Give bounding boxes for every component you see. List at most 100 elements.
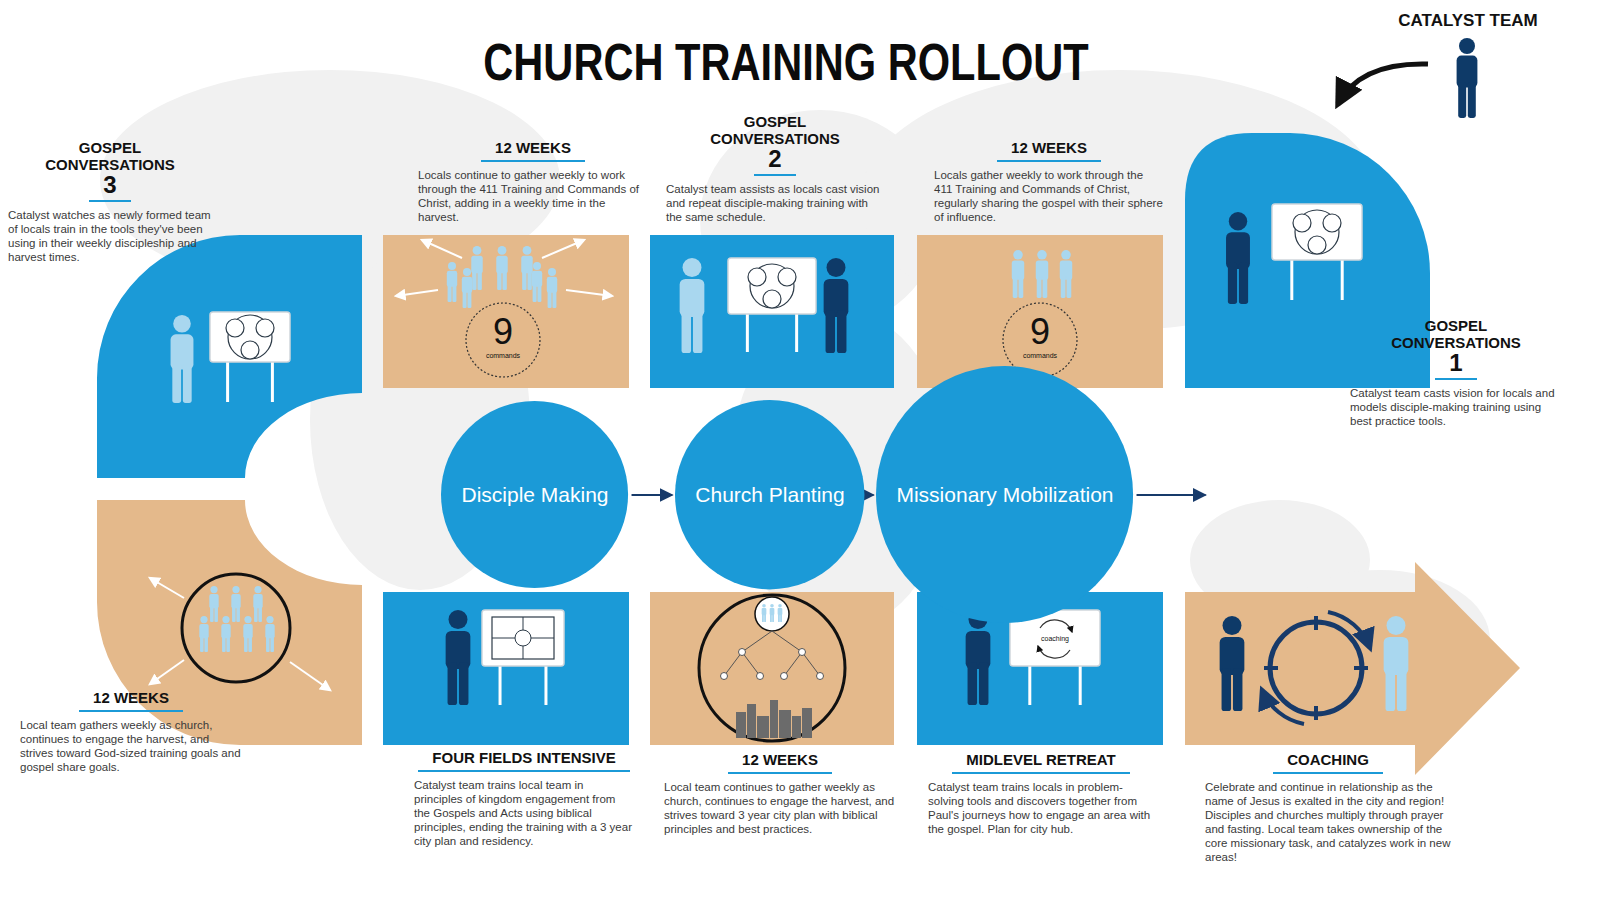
rollout-tile (383, 592, 629, 745)
cycle-arrow (1038, 646, 1070, 658)
ring-dot (256, 319, 274, 337)
person-leg (226, 636, 230, 652)
person-leg (1239, 263, 1248, 304)
board-leg (1028, 666, 1031, 705)
city-building (770, 700, 778, 738)
person-leg (837, 310, 847, 353)
person-head (533, 262, 541, 270)
person-leg (762, 614, 764, 622)
step-block: 12 WEEKSLocal team gathers weekly as chu… (20, 690, 242, 774)
board-leg (795, 314, 798, 352)
motion-arrow (566, 290, 612, 296)
step-block: 12 WEEKSLocals continue to gather weekly… (418, 140, 648, 224)
person-leg (248, 636, 252, 652)
step-block: MIDLEVEL RETREATCatalyst team trains loc… (928, 752, 1154, 836)
cycle-tick (1314, 706, 1318, 720)
step-block: 12 WEEKSLocals gather weekly to work thr… (934, 140, 1164, 224)
step-body: Local team gathers weekly as church, con… (20, 718, 242, 774)
step-number: 3 (89, 173, 130, 202)
city-building (779, 710, 791, 738)
ring-dot (241, 341, 259, 359)
board-leg (1290, 260, 1293, 300)
cycle-arrow (1262, 690, 1304, 724)
board-leg (271, 362, 274, 402)
cycle-arrow (1040, 620, 1072, 632)
person-head (266, 616, 273, 623)
step-block: 12 WEEKSLocal team continues to gather w… (664, 752, 896, 836)
person-icon (680, 258, 705, 353)
person-leg (214, 606, 218, 622)
person-icon (199, 616, 208, 652)
stage-label: Missionary Mobilization (888, 481, 1121, 508)
tree-line (724, 652, 742, 676)
person-icon (778, 604, 783, 622)
person-leg (502, 270, 506, 290)
board-leg (746, 314, 749, 352)
person-leg (968, 662, 978, 705)
person-leg (780, 614, 782, 622)
person-icon (762, 604, 767, 622)
person-head (770, 604, 774, 608)
step-heading: GOSPEL CONVERSATIONS (1381, 318, 1531, 351)
person-leg (1013, 276, 1018, 298)
step-body: Locals gather weekly to work through the… (934, 168, 1164, 224)
city-building (802, 708, 812, 738)
person-leg (270, 636, 274, 652)
city-building (747, 704, 756, 738)
tree-line (784, 652, 802, 676)
person-leg (1397, 668, 1407, 711)
group-circle (182, 574, 290, 682)
person-leg (1042, 276, 1047, 298)
stage-label: Church Planting (687, 481, 852, 508)
person-leg (1061, 276, 1066, 298)
person-head (210, 586, 217, 593)
person-leg (693, 310, 703, 353)
person-leg (1222, 668, 1232, 711)
person-head (1387, 616, 1406, 635)
person-leg (826, 310, 836, 353)
person-icon (496, 246, 507, 290)
step-heading: 12 WEEKS (728, 752, 832, 774)
person-icon (221, 616, 230, 652)
commands-badge (1003, 303, 1077, 377)
person-leg (778, 614, 780, 622)
person-leg (1386, 668, 1396, 711)
person-leg (682, 310, 692, 353)
person-head (222, 616, 229, 623)
person-leg (448, 662, 458, 705)
motion-arrow (150, 660, 184, 684)
person-head (1459, 38, 1475, 54)
person-icon (471, 246, 482, 290)
person-leg (258, 606, 262, 622)
person-leg (1228, 263, 1237, 304)
step-heading: COACHING (1273, 752, 1383, 774)
person-icon (1384, 616, 1409, 711)
city-building (757, 716, 769, 738)
stage-circle: Missionary Mobilization (876, 366, 1133, 623)
person-head (254, 586, 261, 593)
person-head (232, 586, 239, 593)
person-head (1061, 250, 1071, 260)
rollout-tile (97, 500, 362, 745)
person-leg (183, 363, 192, 403)
stage-label: Disciple Making (453, 481, 616, 508)
rollout-tile (917, 235, 1163, 388)
motion-arrow (150, 578, 184, 598)
person-head (778, 604, 782, 608)
callout-number: 9 (483, 312, 523, 352)
tree-line (772, 631, 802, 652)
person-head (827, 258, 846, 277)
tree-line (802, 652, 820, 676)
person-head (1223, 616, 1242, 635)
step-block: FOUR FIELDS INTENSIVECatalyst team train… (414, 750, 634, 848)
step-number: 2 (754, 147, 795, 176)
person-head (1229, 212, 1247, 230)
person-leg (1066, 276, 1071, 298)
person-leg (764, 614, 766, 622)
whiteboard (728, 258, 816, 314)
whiteboard (482, 610, 564, 666)
person-leg (244, 636, 248, 652)
person-icon (521, 246, 532, 290)
curved-arrow (1338, 64, 1428, 104)
